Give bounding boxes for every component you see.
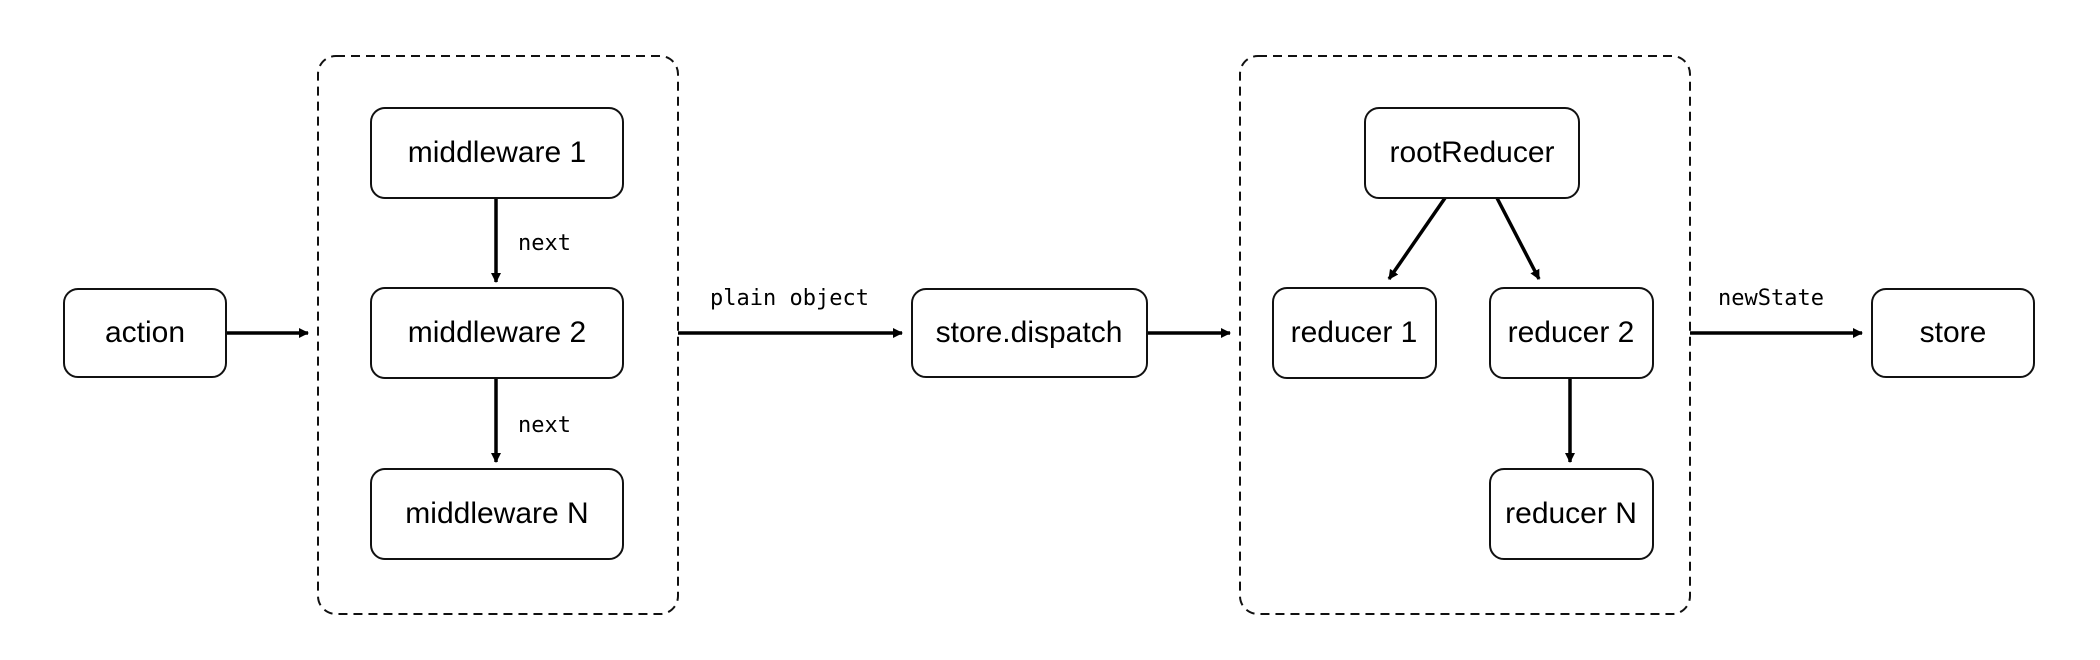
- node-middleware-1: middleware 1: [370, 107, 624, 199]
- node-reducer-1-label: reducer 1: [1291, 316, 1418, 349]
- edge-label-plain-object: plain object: [710, 286, 869, 311]
- node-store-label: store: [1920, 316, 1987, 349]
- middleware-group: [317, 55, 679, 615]
- node-store: store: [1871, 288, 2035, 378]
- node-reducer-n: reducer N: [1489, 468, 1654, 560]
- edge-label-next-1: next: [518, 231, 571, 256]
- node-middleware-1-label: middleware 1: [408, 136, 586, 169]
- edge-root-to-reducer2: [1495, 197, 1541, 280]
- node-store-dispatch: store.dispatch: [911, 288, 1148, 378]
- edge-label-new-state: newState: [1718, 286, 1824, 311]
- node-action-label: action: [105, 316, 185, 349]
- node-middleware-n: middleware N: [370, 468, 624, 560]
- node-action: action: [63, 288, 227, 378]
- node-reducer-n-label: reducer N: [1505, 497, 1637, 530]
- node-middleware-2: middleware 2: [370, 287, 624, 379]
- edge-label-next-2: next: [518, 413, 571, 438]
- node-root-reducer-label: rootReducer: [1389, 136, 1554, 169]
- node-reducer-1: reducer 1: [1272, 287, 1437, 379]
- edge-root-to-reducer1: [1387, 197, 1447, 280]
- node-store-dispatch-label: store.dispatch: [936, 316, 1123, 349]
- node-reducer-2-label: reducer 2: [1508, 316, 1635, 349]
- reducer-group: [1239, 55, 1691, 615]
- node-middleware-n-label: middleware N: [405, 497, 588, 530]
- node-reducer-2: reducer 2: [1489, 287, 1654, 379]
- node-root-reducer: rootReducer: [1364, 107, 1580, 199]
- node-middleware-2-label: middleware 2: [408, 316, 586, 349]
